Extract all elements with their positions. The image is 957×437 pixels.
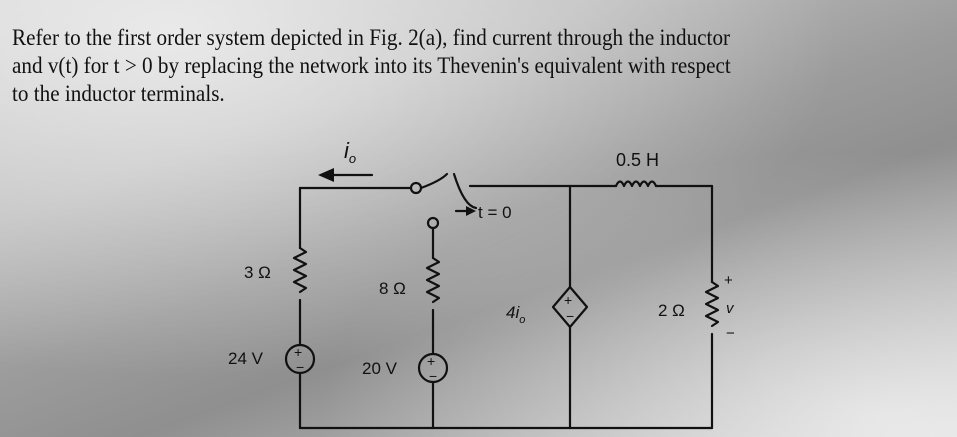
current-arrow-head bbox=[318, 168, 334, 182]
dep-source-plus: + bbox=[564, 292, 572, 308]
dep-source-minus: − bbox=[566, 308, 574, 324]
problem-statement: Refer to the first order system depicted… bbox=[12, 24, 877, 108]
voltage-20v-label: 20 V bbox=[362, 359, 398, 378]
voltage-source-24v bbox=[284, 343, 316, 375]
switch-throw-arrow bbox=[452, 172, 478, 210]
t0-arrow-head bbox=[466, 206, 476, 216]
problem-line-1: Refer to the first order system depicted… bbox=[12, 25, 731, 50]
source-24v-minus: − bbox=[296, 359, 304, 375]
inductor-label: 0.5 H bbox=[616, 150, 659, 170]
switch-blade bbox=[419, 172, 449, 190]
resistor-8-ohm bbox=[425, 256, 441, 304]
resistor-8-ohm-label: 8 Ω bbox=[379, 279, 406, 298]
source-20v-minus: − bbox=[429, 368, 437, 384]
source-24v-plus: + bbox=[294, 344, 302, 360]
switch-time-label: t = 0 bbox=[478, 203, 512, 222]
v-minus: − bbox=[726, 325, 735, 342]
switch-contact-left bbox=[409, 181, 423, 195]
v-plus: + bbox=[724, 272, 733, 289]
dependent-source-label: 4io bbox=[506, 303, 525, 326]
inductor-coil bbox=[614, 180, 658, 188]
voltage-source-20v bbox=[417, 352, 449, 384]
resistor-3-ohm bbox=[292, 246, 308, 294]
problem-line-3: to the inductor terminals. bbox=[12, 81, 225, 106]
resistor-2-ohm-label: 2 Ω bbox=[658, 301, 685, 320]
resistor-2-ohm bbox=[704, 280, 720, 328]
problem-line-2: and v(t) for t > 0 by replacing the netw… bbox=[12, 53, 731, 78]
current-label: io bbox=[344, 138, 356, 166]
voltage-24v-label: 24 V bbox=[228, 349, 264, 368]
resistor-3-ohm-label: 3 Ω bbox=[244, 263, 271, 282]
switch-contact-lower bbox=[426, 216, 440, 230]
v-label: v bbox=[726, 300, 735, 317]
source-20v-plus: + bbox=[427, 353, 435, 369]
